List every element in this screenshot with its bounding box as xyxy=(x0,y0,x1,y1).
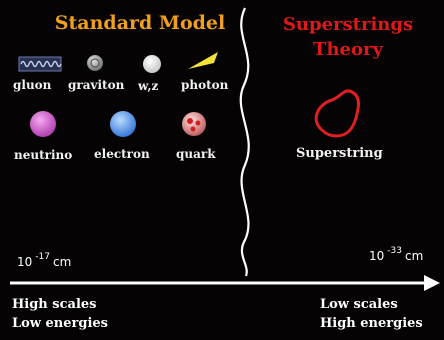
scale-left-unit: cm xyxy=(52,255,72,269)
particle-label-graviton: graviton xyxy=(68,78,125,92)
scale-axis-arrow xyxy=(10,275,440,291)
spring-icon xyxy=(18,56,62,72)
blue-ball-icon xyxy=(110,111,136,137)
scale-left-base: 10 xyxy=(17,255,33,269)
scale-right-base: 10 xyxy=(369,249,385,263)
superstrings-theory-title: Superstrings Theory xyxy=(268,12,428,62)
particle-label-electron: electron xyxy=(94,147,150,161)
axis-right-line2: High energies xyxy=(320,316,423,331)
standard-model-title: Standard Model xyxy=(54,12,226,34)
superstrings-title-line2: Theory xyxy=(313,39,383,60)
axis-right-label: Low scales High energies xyxy=(320,295,423,333)
grey-ball-icon xyxy=(87,55,103,71)
axis-left-line1: High scales xyxy=(12,297,97,312)
divider-line xyxy=(239,7,250,277)
axis-left-line2: Low energies xyxy=(12,316,108,331)
particle-label-quark: quark xyxy=(176,147,216,161)
quark-ball-icon xyxy=(182,112,206,136)
scale-right-unit: cm xyxy=(404,249,424,263)
superstring-label: Superstring xyxy=(296,146,383,161)
white-ball-icon xyxy=(143,55,161,73)
superstrings-title-line1: Superstrings xyxy=(282,14,414,35)
superstring-loop xyxy=(314,89,360,138)
particle-label-gluon: gluon xyxy=(13,78,52,92)
particle-label-wz: w,z xyxy=(138,79,159,93)
magenta-ball-icon xyxy=(30,111,56,137)
scale-left-exp: -17 xyxy=(35,252,50,262)
yellow-wedge-icon xyxy=(188,52,218,69)
particle-label-photon: photon xyxy=(181,78,229,92)
axis-left-label: High scales Low energies xyxy=(12,295,108,333)
axis-right-line1: Low scales xyxy=(320,297,398,312)
particle-label-neutrino: neutrino xyxy=(14,148,73,162)
scale-right-exp: -33 xyxy=(387,246,402,256)
